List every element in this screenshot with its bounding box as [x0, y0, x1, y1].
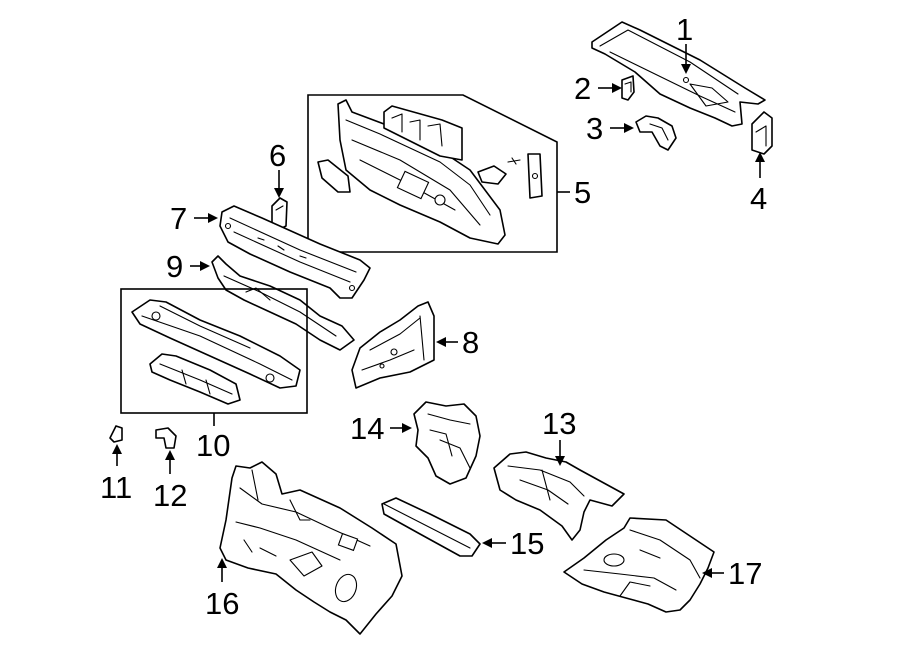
part-9-lower-member: [211, 255, 355, 351]
callout-16: 16: [205, 586, 239, 621]
callout-11: 11: [100, 470, 132, 505]
part-2-bracket: [621, 75, 635, 101]
part-11-clip: [109, 425, 123, 443]
part-3-support: [635, 115, 677, 151]
part-13-insulator: [493, 451, 625, 541]
callout-9: 9: [166, 249, 183, 284]
part-16-dash-insulator: [219, 461, 403, 635]
callout-6: 6: [269, 138, 286, 173]
callout-numbers: 1 2 3 4 5 6 7 8 9 10 11 12 13 14 15 16 1…: [100, 12, 767, 621]
part-15-pad: [381, 497, 481, 557]
callout-14: 14: [350, 411, 384, 446]
callout-2: 2: [574, 71, 591, 106]
callout-7: 7: [170, 201, 187, 236]
callout-13: 13: [542, 406, 576, 441]
callout-12: 12: [153, 478, 187, 513]
part-5-dash-panel-assembly: [307, 94, 558, 253]
part-17-floor-insulator: [563, 517, 715, 613]
callout-3: 3: [586, 111, 603, 146]
part-4-side-bracket: [751, 111, 773, 155]
part-12-bracket: [155, 427, 177, 449]
part-1-cowl-panel: [591, 21, 766, 127]
leader-lines: [112, 44, 765, 582]
callout-5: 5: [574, 175, 591, 210]
callout-17: 17: [728, 556, 762, 591]
callout-8: 8: [462, 325, 479, 360]
part-7-cross-member: [219, 205, 371, 299]
part-8-side-panel: [351, 301, 435, 389]
callout-15: 15: [510, 526, 544, 561]
callout-10: 10: [196, 428, 230, 463]
callout-1: 1: [676, 12, 693, 47]
callout-4: 4: [750, 181, 767, 216]
part-14-insulator: [413, 401, 481, 485]
part-10-floor-members: [120, 288, 308, 414]
